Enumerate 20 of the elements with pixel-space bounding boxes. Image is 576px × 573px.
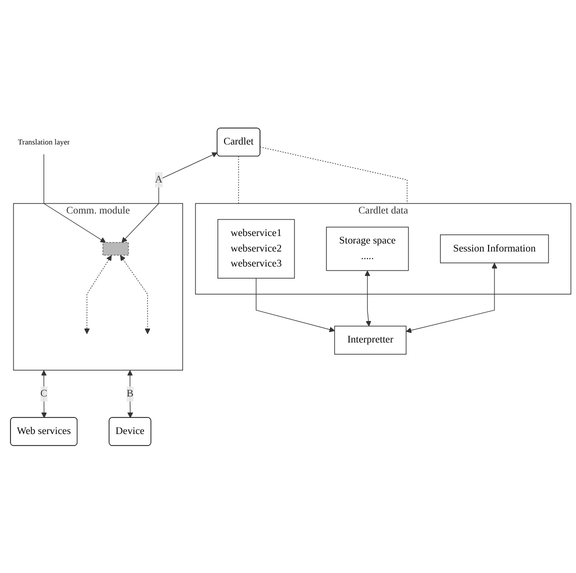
edge-label: A bbox=[155, 174, 162, 185]
node-box: Storage space ..... bbox=[326, 226, 409, 271]
cluster: Comm. module bbox=[13, 202, 184, 370]
node-box: Interpretter bbox=[334, 325, 406, 354]
connector bbox=[260, 146, 408, 204]
arrow bbox=[41, 370, 47, 418]
arrow bbox=[256, 278, 335, 332]
node-box bbox=[102, 242, 129, 256]
arrow bbox=[364, 270, 372, 326]
arrow bbox=[120, 254, 150, 334]
arrow bbox=[84, 254, 112, 334]
arrow bbox=[406, 262, 498, 333]
node-box: webservice1 webservice2 webservice3 bbox=[218, 218, 295, 278]
edge-label: B bbox=[126, 388, 134, 399]
arrow bbox=[127, 370, 134, 418]
arrow bbox=[44, 154, 106, 242]
node-box: Session Information bbox=[440, 234, 549, 263]
edge-label: C bbox=[40, 388, 48, 399]
arrow bbox=[121, 152, 218, 242]
connector bbox=[238, 156, 239, 204]
